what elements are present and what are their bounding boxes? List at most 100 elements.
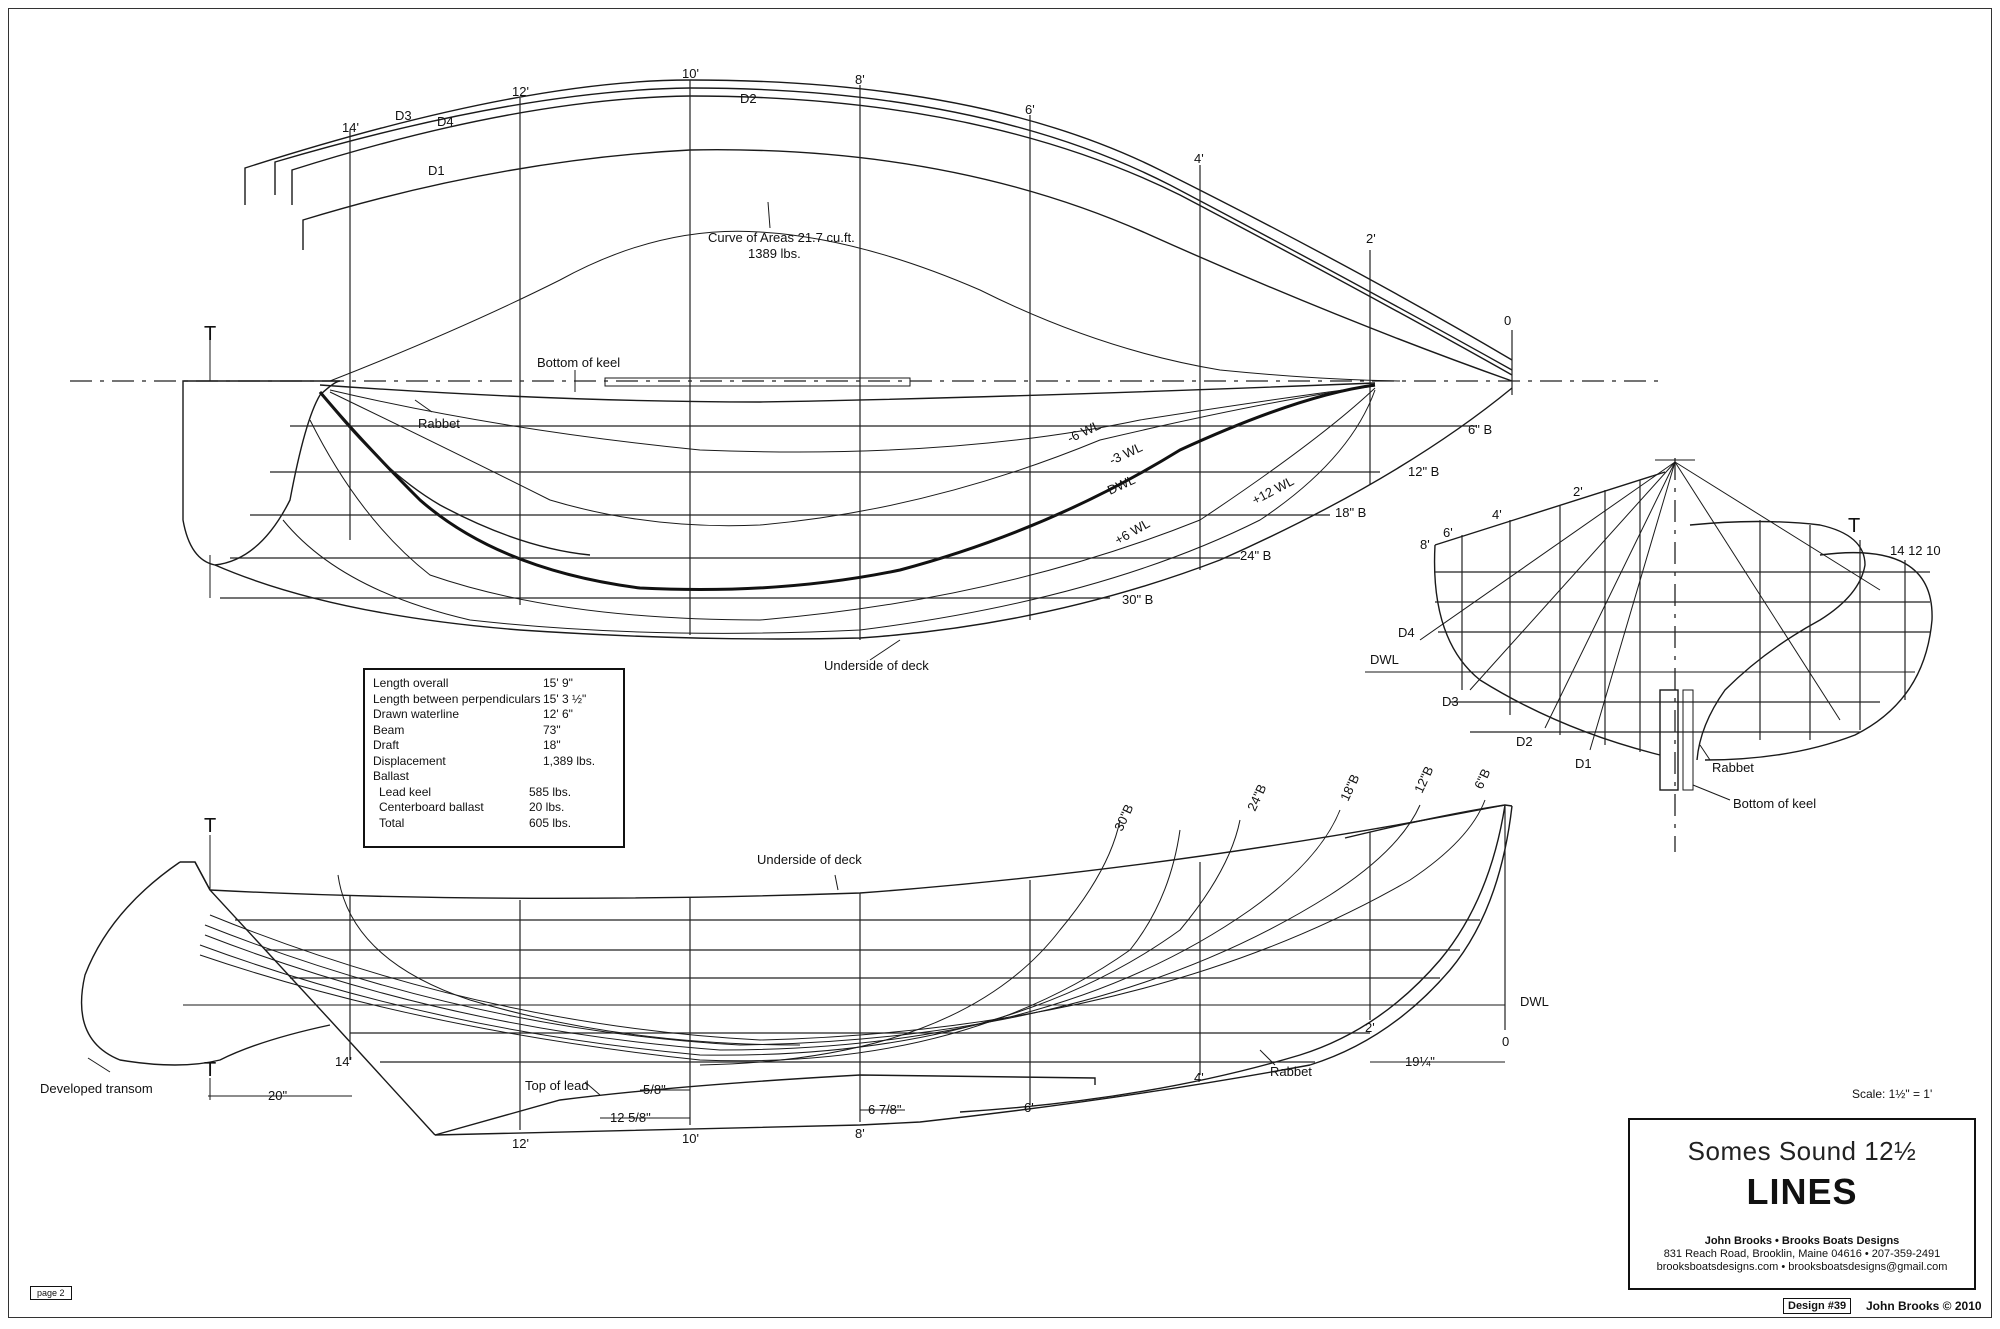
profile-dim-20: 20" [268,1088,287,1103]
body-station-label-4: 4' [1492,507,1502,522]
wl-plus12 [282,389,1376,634]
plan-station-label-12: 12' [512,84,529,99]
profile-buttock-24 [199,819,1241,1056]
body-diag-d1 [1589,461,1676,751]
body-label-d3: D3 [1442,694,1459,709]
plan-label-rabbet: Rabbet [418,416,460,431]
plan-label-b24: 24" B [1240,548,1271,563]
spec-key: Ballast [373,769,410,783]
plan-station-label-6: 6' [1025,102,1035,117]
body-label-sections: 14 12 10 [1890,543,1941,558]
profile-label-underside-deck: Underside of deck [757,852,862,867]
plan-label-wl-p12: +12 WL [1249,473,1296,507]
spec-value: 15' 3 ½" [543,691,587,706]
profile-label-t-bottom: T [204,1059,216,1081]
spec-key: Total [379,815,405,830]
plan-label-b12: 12" B [1408,464,1439,479]
drawing-border [8,8,1992,1318]
developed-transom [80,861,331,1066]
plan-label-bottom-keel: Bottom of keel [537,355,620,370]
body-sheer-right [1704,551,1933,761]
body-arrow-rabbet [1699,744,1711,761]
profile-labels: T T 14' 12' 10' 8' 6' 4' 2' 0 30"B 24"B … [40,764,1549,1151]
profile-station-label-12: 12' [512,1136,529,1151]
plan-label-d1: D1 [428,163,445,178]
spec-key: Draft [373,738,400,752]
spec-value: 73" [543,722,561,737]
spec-value: 12' 6" [543,707,573,721]
spec-key: Displacement [373,753,446,768]
plan-d4 [274,87,1513,371]
body-label-bottom-keel: Bottom of keel [1733,796,1816,811]
plan-label-wl-m3: -3 WL [1107,439,1145,467]
wl-dwl [318,383,1376,592]
profile-stem-outer [1309,805,1513,1066]
body-keel [1659,689,1679,791]
plan-arrow-curve-areas [767,201,771,229]
body-diag-d4 [1419,461,1676,641]
profile-buttock-30 [199,829,1181,1062]
page-label: page 2 [30,1286,72,1300]
profile-buttock-6 [209,799,1486,1041]
spec-row: Total 605 lbs. [373,816,615,832]
body-plan [1365,458,1933,852]
profile-station-label-10: 10' [682,1131,699,1146]
spec-key: Length overall [373,676,449,690]
spec-value: 605 lbs. [529,815,572,830]
body-label-rabbet: Rabbet [1712,760,1754,775]
plan-underside-of-deck [214,387,1513,640]
plan-label-wl-p6: +6 WL [1112,516,1152,548]
designer-web: brooksboatsdesigns.com • brooksboatsdesi… [1656,1261,1948,1273]
profile-sheer-fwd [1344,804,1513,839]
profile-view [80,799,1513,1136]
plan-label-b30: 30" B [1122,592,1153,607]
profile-arrow-rabbet [1259,1049,1276,1066]
profile-arrow-transom [87,1057,111,1073]
body-label-d1: D1 [1575,756,1592,771]
plan-station-label-10: 10' [682,66,699,81]
curve-of-areas [329,230,1401,382]
profile-station-label-14: 14' [335,1054,352,1069]
profile-dim-1258: 12 5/8" [610,1110,651,1125]
plan-arrow-deck [869,639,901,661]
profile-buttock-12 [204,804,1421,1046]
body-station-label-6: 6' [1443,525,1453,540]
profile-arrow-deck [834,874,839,891]
plan-view [70,79,1660,661]
body-station-label-8: 8' [1420,537,1430,552]
boat-name: Somes Sound 12½ [1687,1136,1917,1166]
spec-value: 18" [543,738,561,752]
body-sheer-left [1434,471,1666,546]
design-number: Design #39 [1783,1298,1852,1314]
plan-label-d4: D4 [437,114,454,129]
wl-minus6 [329,385,1376,453]
profile-station-label-6: 6' [1024,1100,1034,1115]
plan-station-label-8: 8' [855,72,865,87]
profile-transom-top [180,861,211,891]
plan-station-label-4: 4' [1194,151,1204,166]
plan-label-d3: D3 [395,108,412,123]
profile-station-label-0: 0 [1502,1034,1509,1049]
plan-label-underside-deck: Underside of deck [824,658,929,673]
plan-transom [182,380,341,566]
profile-buttock-18 [204,809,1341,1051]
profile-station-label-8: 8' [855,1126,865,1141]
body-label-t: T [1848,515,1860,537]
spec-key: Lead keel [379,784,432,799]
profile-stem [959,804,1506,1113]
plan-centerboard-slot [604,377,911,387]
plan-station-label-14: 14' [342,120,359,135]
plan-d1 [302,149,1513,382]
plan-label-d2: D2 [740,91,757,106]
profile-buttock-label-6: 6"B [1471,766,1493,791]
profile-buttock-label-12: 12"B [1411,764,1436,795]
body-diag-r1 [1674,461,1881,591]
spec-value: 20 lbs. [529,800,565,814]
